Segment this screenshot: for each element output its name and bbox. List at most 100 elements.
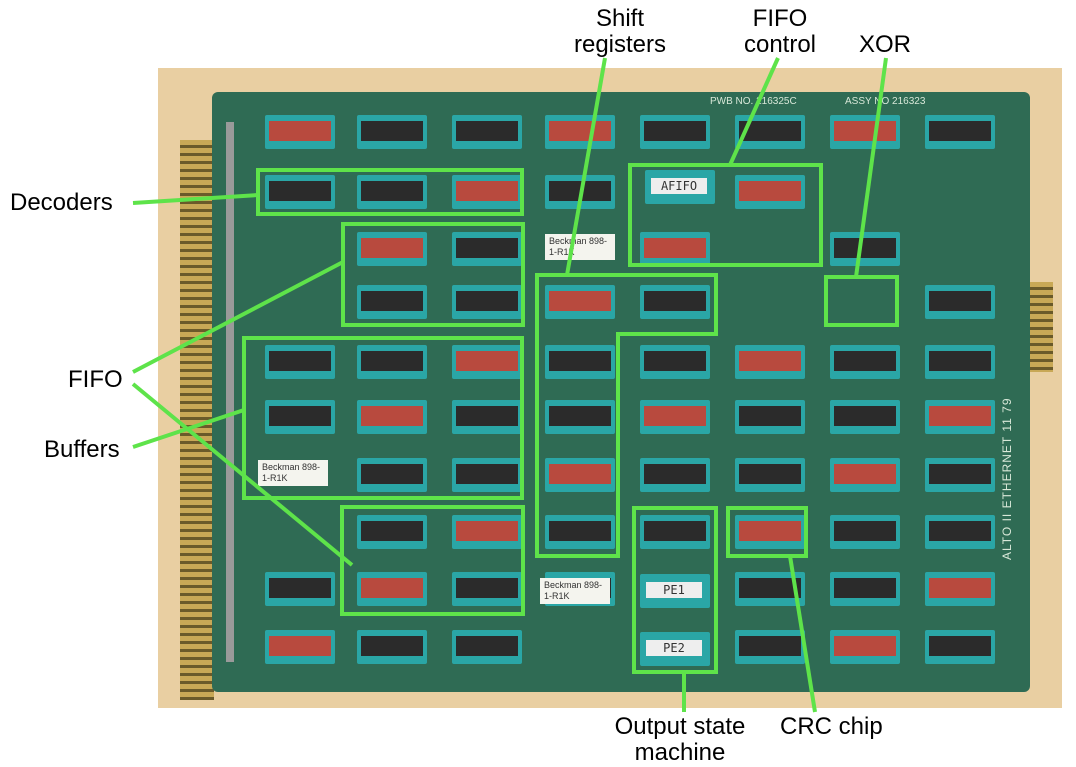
chip-body bbox=[834, 521, 896, 541]
chip-body bbox=[834, 578, 896, 598]
chip-body bbox=[644, 406, 706, 426]
crc-chip-leader bbox=[788, 555, 817, 713]
chip-body bbox=[269, 351, 331, 371]
chip-body bbox=[456, 406, 518, 426]
output-state-machine-box bbox=[632, 506, 718, 674]
chip-body bbox=[644, 291, 706, 311]
ic-chip bbox=[357, 345, 427, 379]
chip-afifo: AFIFO bbox=[645, 170, 715, 204]
chip-pe2: PE2 bbox=[640, 632, 710, 666]
ic-chip bbox=[640, 115, 710, 149]
ic-chip bbox=[265, 630, 335, 664]
chip-body bbox=[361, 181, 423, 201]
chip-body bbox=[739, 636, 801, 656]
chip-body bbox=[456, 521, 518, 541]
chip-pe1: PE1 bbox=[640, 574, 710, 608]
ic-chip bbox=[640, 232, 710, 266]
chip-body bbox=[929, 351, 991, 371]
chip-body bbox=[361, 351, 423, 371]
chip-label: PE2 bbox=[646, 640, 702, 656]
ic-chip bbox=[452, 572, 522, 606]
ic-chip bbox=[830, 572, 900, 606]
ic-chip bbox=[640, 458, 710, 492]
ic-chip bbox=[357, 232, 427, 266]
chip-body bbox=[269, 406, 331, 426]
resistor-pack: Beckman 898-1-R1K bbox=[258, 460, 328, 486]
ic-chip bbox=[357, 115, 427, 149]
ic-chip bbox=[545, 345, 615, 379]
chip-body bbox=[644, 521, 706, 541]
chip-body bbox=[549, 521, 611, 541]
ic-chip bbox=[357, 400, 427, 434]
label-fifo: FIFO bbox=[68, 366, 123, 393]
ic-chip bbox=[452, 630, 522, 664]
buffers-leader bbox=[132, 408, 245, 449]
ic-chip bbox=[640, 400, 710, 434]
chip-body bbox=[929, 578, 991, 598]
chip-body bbox=[361, 636, 423, 656]
ic-chip bbox=[265, 115, 335, 149]
ic-chip bbox=[545, 515, 615, 549]
label-shift-registers: Shift registers bbox=[573, 5, 667, 58]
label-decoders: Decoders bbox=[10, 189, 113, 216]
ic-chip bbox=[925, 400, 995, 434]
chip-body bbox=[361, 578, 423, 598]
ic-chip bbox=[357, 285, 427, 319]
chip-body bbox=[834, 406, 896, 426]
chip-body bbox=[361, 464, 423, 484]
fifo-upper-box bbox=[341, 222, 525, 327]
chip-body bbox=[361, 238, 423, 258]
chip-body bbox=[456, 464, 518, 484]
ic-chip bbox=[265, 572, 335, 606]
ic-chip bbox=[640, 285, 710, 319]
chip-body bbox=[269, 578, 331, 598]
ic-chip bbox=[357, 572, 427, 606]
ic-chip bbox=[452, 345, 522, 379]
ic-chip bbox=[357, 458, 427, 492]
chip-label: PE1 bbox=[646, 582, 702, 598]
chip-body bbox=[644, 238, 706, 258]
chip-body bbox=[361, 521, 423, 541]
ic-chip bbox=[545, 285, 615, 319]
ic-chip bbox=[452, 285, 522, 319]
ic-chip bbox=[452, 232, 522, 266]
buffers-box bbox=[242, 336, 524, 500]
chip-body bbox=[644, 121, 706, 141]
ic-chip bbox=[830, 400, 900, 434]
chip-body bbox=[549, 291, 611, 311]
ic-chip bbox=[735, 630, 805, 664]
chip-body bbox=[739, 406, 801, 426]
ic-chip bbox=[925, 515, 995, 549]
ic-chip bbox=[452, 400, 522, 434]
chip-body bbox=[456, 121, 518, 141]
fifo-leader-lower bbox=[131, 382, 354, 567]
chip-body bbox=[456, 578, 518, 598]
ic-chip bbox=[925, 115, 995, 149]
ic-chip bbox=[925, 572, 995, 606]
chip-body bbox=[929, 521, 991, 541]
chip-body bbox=[929, 291, 991, 311]
ic-chip bbox=[640, 345, 710, 379]
chip-body bbox=[549, 406, 611, 426]
ic-chip bbox=[735, 458, 805, 492]
xor-box bbox=[824, 275, 899, 327]
ic-chip bbox=[545, 115, 615, 149]
ic-chip bbox=[545, 400, 615, 434]
ic-chip bbox=[545, 458, 615, 492]
chip-body bbox=[456, 291, 518, 311]
chip-body bbox=[834, 121, 896, 141]
ic-chip bbox=[735, 515, 805, 549]
chip-body bbox=[929, 636, 991, 656]
ic-chip bbox=[357, 515, 427, 549]
decoders-leader bbox=[132, 193, 259, 205]
chip-body bbox=[834, 636, 896, 656]
fifo-leader-upper bbox=[132, 260, 344, 374]
chip-body bbox=[739, 578, 801, 598]
label-xor: XOR bbox=[858, 31, 911, 58]
ic-chip bbox=[265, 175, 335, 209]
assy-number: ASSY NO 216323 bbox=[845, 96, 926, 107]
resistor-pack: Beckman 898-1-R1K bbox=[545, 234, 615, 260]
chip-body bbox=[269, 636, 331, 656]
